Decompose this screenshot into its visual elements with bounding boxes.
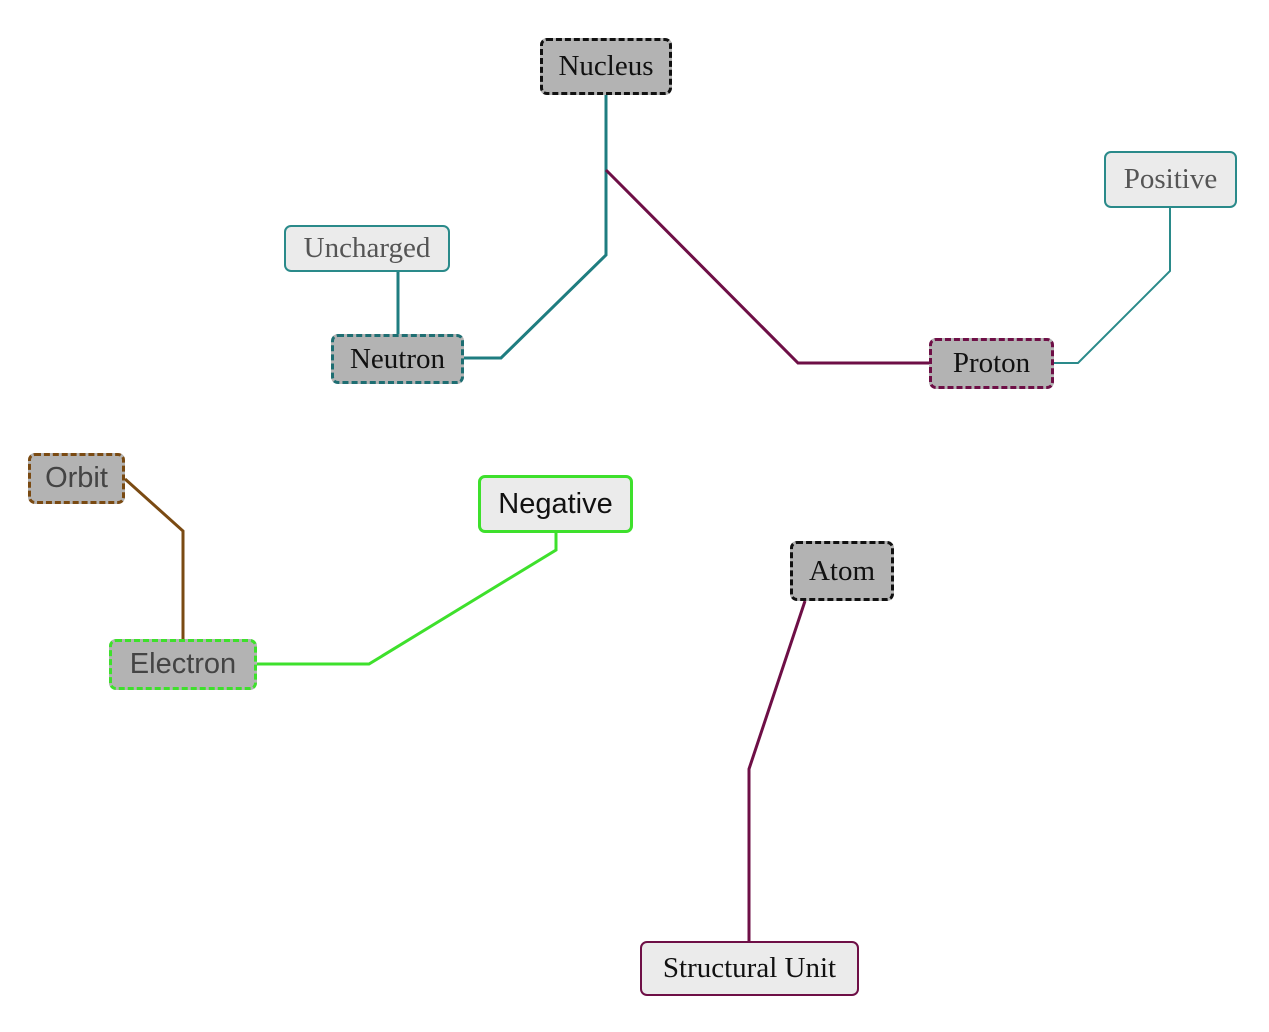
- edge-atom-structural-unit: [747, 600, 807, 941]
- edge-orbit-electron: [123, 477, 185, 639]
- node-uncharged[interactable]: Uncharged: [284, 225, 450, 272]
- node-structural-unit[interactable]: Structural Unit: [640, 941, 859, 996]
- node-neutron[interactable]: Neutron: [331, 334, 464, 384]
- edge-electron-negative: [257, 533, 558, 666]
- node-atom[interactable]: Atom: [790, 541, 894, 601]
- edge-nucleus-neutron: [464, 95, 608, 360]
- node-negative[interactable]: Negative: [478, 475, 633, 533]
- node-positive[interactable]: Positive: [1104, 151, 1237, 208]
- edge-nucleus-proton: [604, 168, 929, 365]
- node-electron[interactable]: Electron: [109, 639, 257, 690]
- node-orbit[interactable]: Orbit: [28, 453, 125, 504]
- node-nucleus[interactable]: Nucleus: [540, 38, 672, 95]
- edge-proton-positive: [1054, 208, 1171, 364]
- node-proton[interactable]: Proton: [929, 338, 1054, 389]
